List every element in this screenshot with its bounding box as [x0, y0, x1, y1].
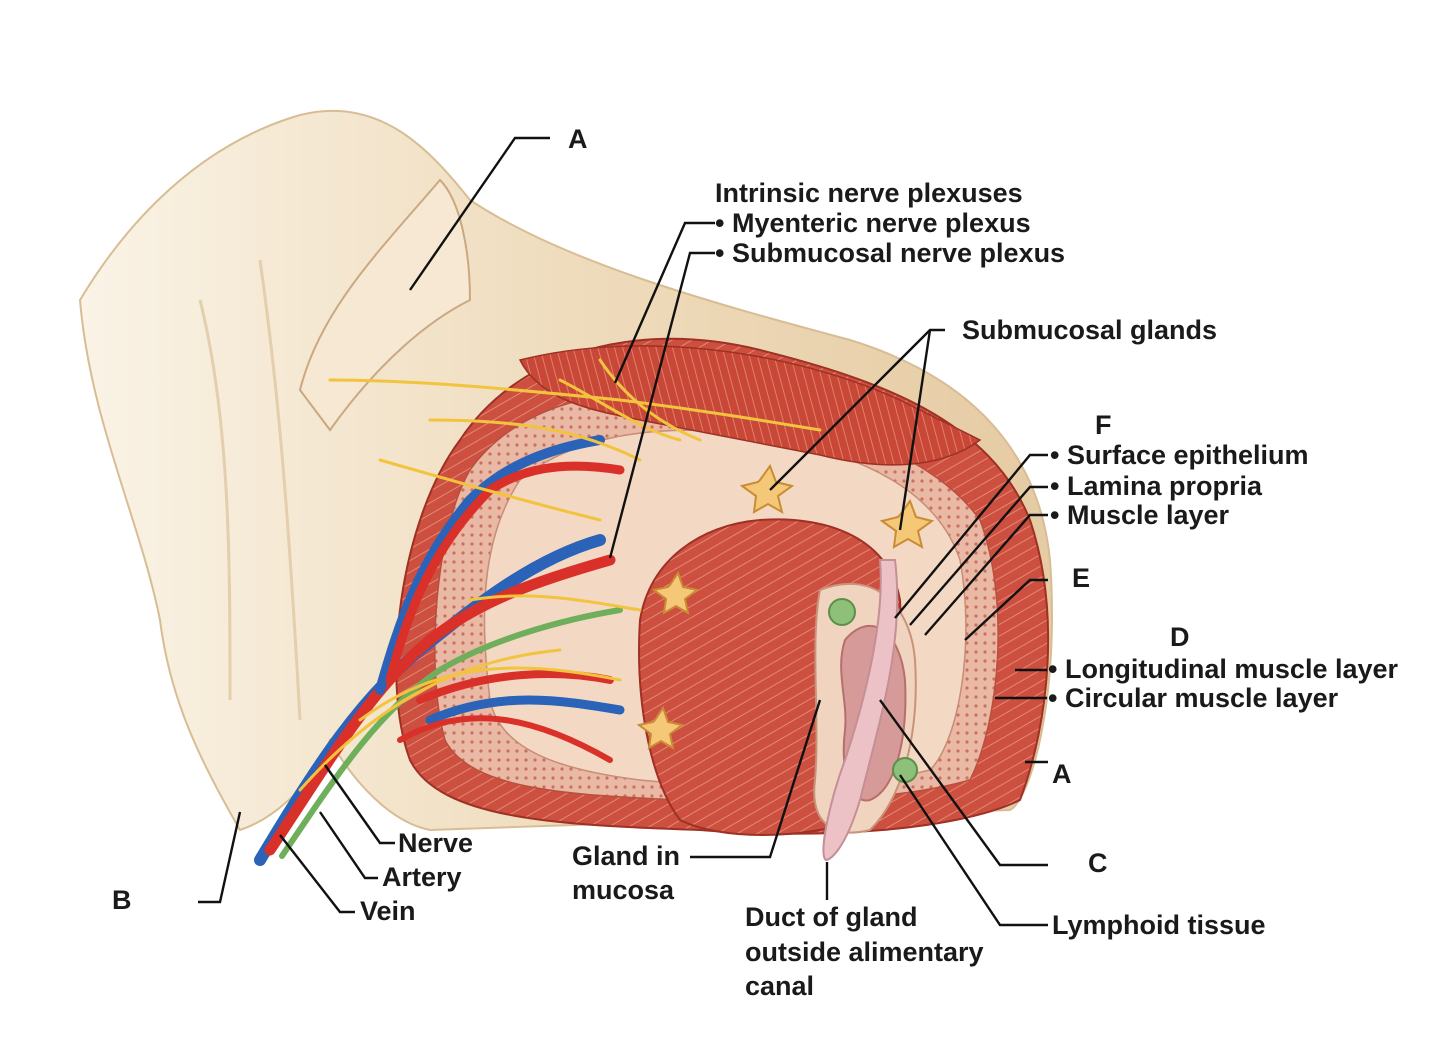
label-gland-in-mucosa-line2: mucosa: [572, 875, 675, 905]
label-a-right: A: [1052, 759, 1072, 789]
label-duct-line3: canal: [745, 971, 815, 1001]
label-myenteric-nerve-plexus: • Myenteric nerve plexus: [715, 208, 1031, 238]
longitudinal-muscle-strip: [518, 345, 982, 466]
label-lymphoid-tissue: Lymphoid tissue: [1052, 910, 1266, 940]
label-longitudinal-muscle-layer: • Longitudinal muscle layer: [1048, 654, 1399, 684]
label-gland-in-mucosa-line1: Gland in: [572, 841, 680, 871]
label-circular-muscle-layer: • Circular muscle layer: [1048, 683, 1339, 713]
label-f: F: [1095, 410, 1112, 440]
label-nerve: Nerve: [398, 828, 474, 858]
lymphoid-nodules: [828, 598, 918, 783]
label-submucosal-nerve-plexus: • Submucosal nerve plexus: [715, 238, 1066, 268]
label-submucosal-glands: Submucosal glands: [962, 315, 1218, 345]
label-muscle-layer: • Muscle layer: [1050, 500, 1230, 530]
label-d: D: [1170, 622, 1190, 652]
label-surface-epithelium: • Surface epithelium: [1050, 440, 1309, 470]
label-e: E: [1072, 563, 1091, 593]
submucosal-glands: [636, 463, 935, 751]
label-a-top: A: [568, 124, 588, 154]
label-lamina-propria: • Lamina propria: [1050, 471, 1262, 501]
leader-lines: [198, 136, 1048, 927]
label-artery: Artery: [382, 862, 462, 892]
label-duct-line1: Duct of gland: [745, 902, 918, 932]
label-duct-line2: outside alimentary: [745, 937, 984, 967]
label-vein: Vein: [360, 896, 416, 926]
label-c: C: [1088, 848, 1108, 878]
gland-duct: [822, 559, 899, 862]
label-intrinsic-nerve-plexuses: Intrinsic nerve plexuses: [715, 178, 1023, 208]
blood-vessels-and-nerves: [254, 358, 822, 866]
label-b: B: [112, 885, 132, 915]
